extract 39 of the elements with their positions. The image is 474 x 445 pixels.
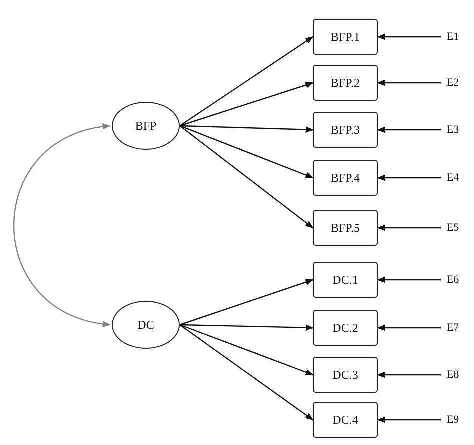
arrow xyxy=(180,125,314,133)
covariance-arrow xyxy=(14,124,111,327)
arrow xyxy=(180,36,314,126)
latent-variable-ellipse: BFP xyxy=(112,102,180,150)
error-label: E8 xyxy=(441,366,465,384)
latent-variable-ellipse: DC xyxy=(112,301,180,349)
arrow xyxy=(377,34,441,40)
error-label: E3 xyxy=(441,121,465,139)
arrow xyxy=(377,174,441,182)
arrow xyxy=(180,126,314,228)
arrow xyxy=(377,80,441,86)
arrow xyxy=(377,224,441,232)
error-label: E5 xyxy=(441,219,465,237)
indicator-box: DC.1 xyxy=(313,262,378,298)
arrow xyxy=(180,279,314,326)
error-label: E6 xyxy=(441,271,465,289)
arrow xyxy=(180,324,314,420)
indicator-box: DC.2 xyxy=(313,310,378,346)
indicator-box: BFP.1 xyxy=(313,19,378,55)
error-label: E2 xyxy=(441,74,465,92)
arrow xyxy=(180,324,314,376)
indicator-box: BFP.2 xyxy=(313,65,378,101)
arrow xyxy=(180,82,314,127)
arrow xyxy=(377,324,441,332)
error-label: E7 xyxy=(441,319,465,337)
arrow xyxy=(180,125,314,179)
arrow xyxy=(377,416,441,424)
arrow xyxy=(377,276,441,284)
indicator-box: DC.4 xyxy=(313,402,378,438)
error-label: E4 xyxy=(441,169,465,187)
indicator-box: BFP.4 xyxy=(313,160,378,196)
indicator-box: BFP.3 xyxy=(313,112,378,148)
arrow xyxy=(377,126,441,134)
arrow xyxy=(180,324,314,332)
indicator-box: DC.3 xyxy=(313,357,378,393)
indicator-box: BFP.5 xyxy=(313,210,378,246)
error-label: E9 xyxy=(441,411,465,429)
arrow xyxy=(377,372,441,378)
error-label: E1 xyxy=(441,28,465,46)
